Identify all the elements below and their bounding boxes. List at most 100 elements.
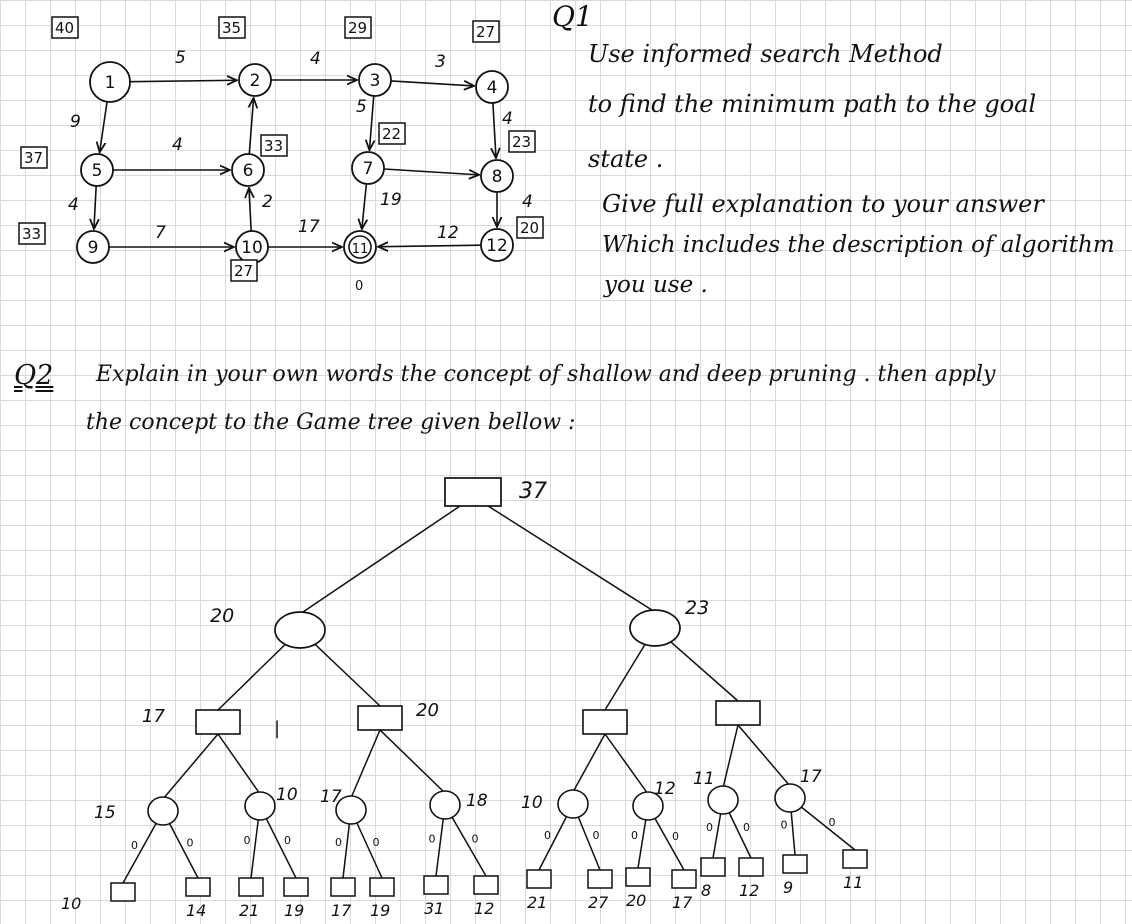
graph-node-label-1: 1 bbox=[105, 73, 116, 93]
goal-ring bbox=[348, 235, 372, 259]
q1-line-3: state . bbox=[588, 145, 664, 173]
heuristic-box-5 bbox=[20, 146, 48, 169]
tree-min-value-0: 20 bbox=[210, 605, 234, 627]
q1-line-6: you use . bbox=[604, 272, 708, 298]
edge-3-7 bbox=[369, 95, 373, 150]
tree-min2-node-2 bbox=[335, 795, 367, 825]
graph-node-label-8: 8 bbox=[492, 167, 503, 187]
tree-leaf-value-5: 19 bbox=[370, 901, 390, 920]
tree-leaf-value-2: 21 bbox=[239, 901, 259, 920]
edge-zero-r-2: 0 bbox=[373, 836, 380, 849]
edge-zero-l-4: 0 bbox=[544, 829, 551, 842]
graph-node-5 bbox=[80, 153, 114, 187]
tree-leaf-value-14: 9 bbox=[783, 878, 793, 897]
tree-leaf-14 bbox=[782, 854, 808, 874]
edge-zero-r-7: 0 bbox=[829, 816, 836, 829]
tree-min2-node-1 bbox=[244, 791, 276, 821]
graph-node-4 bbox=[475, 70, 509, 104]
tree-edge-l2-5 bbox=[604, 733, 649, 795]
edge-weight-10-11: 17 bbox=[298, 217, 320, 237]
heuristic-box-8 bbox=[508, 130, 536, 153]
edge-weight-2-3: 4 bbox=[310, 49, 321, 69]
edge-6-2 bbox=[249, 98, 253, 155]
tree-leaf-value-7: 12 bbox=[474, 899, 494, 918]
graph-node-label-7: 7 bbox=[363, 159, 374, 179]
edge-7-8 bbox=[383, 168, 479, 175]
tree-max-node-1 bbox=[357, 705, 403, 731]
edge-zero-l-6: 0 bbox=[706, 821, 713, 834]
q2-line-1: Explain in your own words the concept of… bbox=[96, 362, 996, 387]
heuristic-box-7 bbox=[378, 122, 406, 145]
tree-min2-node-3 bbox=[429, 790, 461, 820]
tree-min-node-1 bbox=[629, 609, 681, 647]
edge-zero-r-4: 0 bbox=[593, 829, 600, 842]
tree-min2-value-5: 12 bbox=[654, 779, 676, 799]
heuristic-box-9 bbox=[18, 222, 46, 245]
heuristic-4: 27 bbox=[476, 23, 495, 41]
tree-leaf-11 bbox=[671, 869, 697, 889]
tree-min2-node-0 bbox=[147, 796, 179, 826]
edge-weight-8-12: 4 bbox=[522, 192, 533, 212]
edge-weight-3-4: 3 bbox=[435, 52, 446, 72]
graph-node-label-4: 4 bbox=[487, 78, 498, 98]
graph-node-label-3: 3 bbox=[370, 71, 381, 91]
tree-edge-l2-0 bbox=[162, 733, 219, 800]
graph-node-label-12: 12 bbox=[486, 236, 508, 256]
edge-weight-1-2: 5 bbox=[175, 48, 186, 68]
graph-node-8 bbox=[480, 159, 514, 193]
edge-7-11 bbox=[362, 183, 367, 229]
edge-12-11 bbox=[378, 245, 482, 247]
edge-1-5 bbox=[100, 101, 108, 152]
heuristic-1: 40 bbox=[55, 19, 74, 37]
edge-weight-5-6: 4 bbox=[172, 135, 183, 155]
edge-zero-l-3: 0 bbox=[429, 833, 436, 846]
edge-zero-l-7: 0 bbox=[781, 819, 788, 832]
edge-1-2 bbox=[129, 80, 237, 81]
q1-line-1: Use informed search Method bbox=[588, 40, 943, 68]
tree-leaf-6 bbox=[423, 875, 449, 895]
tree-min2-node-7 bbox=[774, 783, 806, 813]
tree-min2-value-7: 17 bbox=[800, 767, 822, 787]
edge-zero-r-0: 0 bbox=[187, 837, 194, 850]
edge-zero-l-5: 0 bbox=[631, 829, 638, 842]
tree-leaf-value-11: 17 bbox=[672, 893, 693, 912]
edge-4-8 bbox=[493, 102, 496, 158]
heuristic-box-3 bbox=[344, 16, 372, 39]
graph-node-7 bbox=[351, 151, 385, 185]
tree-edge-l2-7 bbox=[737, 724, 791, 787]
edge-weight-4-8: 4 bbox=[502, 109, 513, 129]
q2-line-2: the concept to the Game tree given bello… bbox=[86, 410, 576, 435]
q1-line-4: Give full explanation to your answer bbox=[602, 190, 1044, 218]
graph-node-label-11: 11 bbox=[352, 242, 369, 257]
tree-leaf-15 bbox=[842, 849, 868, 869]
tree-leaf-10 bbox=[625, 867, 651, 887]
heuristic-box-12 bbox=[516, 216, 544, 239]
tree-leaf-value-3: 19 bbox=[284, 901, 304, 920]
graph-node-1 bbox=[89, 61, 131, 103]
tree-leaf-13 bbox=[738, 857, 764, 877]
tree-edge-l2-6 bbox=[722, 724, 739, 789]
tree-edge-root-1 bbox=[484, 503, 656, 613]
tree-leaf-7 bbox=[473, 875, 499, 895]
graph-node-9 bbox=[76, 230, 110, 264]
tree-leaf-3 bbox=[283, 877, 309, 897]
tree-min2-value-2: 17 bbox=[320, 787, 342, 807]
tree-leaf-8 bbox=[526, 869, 552, 889]
tree-min2-value-6: 11 bbox=[693, 769, 715, 789]
tree-leaf-value-1: 14 bbox=[186, 901, 206, 920]
tree-min2-node-5 bbox=[632, 791, 664, 821]
tree-leaf-1 bbox=[185, 877, 211, 897]
tree-leaf-2 bbox=[238, 877, 264, 897]
graph-node-label-6: 6 bbox=[243, 161, 254, 181]
tree-leaf-value-15: 11 bbox=[843, 873, 863, 892]
heuristic-9: 33 bbox=[22, 225, 41, 243]
graph-node-3 bbox=[358, 63, 392, 97]
tree-leaf-0 bbox=[110, 882, 136, 902]
tree-max-node-3 bbox=[715, 700, 761, 726]
tree-min2-value-1: 10 bbox=[276, 785, 298, 805]
edge-weight-12-11: 12 bbox=[437, 223, 459, 243]
tree-edge-l2-2 bbox=[350, 729, 381, 799]
heuristic-8: 23 bbox=[512, 133, 531, 151]
tree-leaf-value-10: 20 bbox=[626, 891, 646, 910]
